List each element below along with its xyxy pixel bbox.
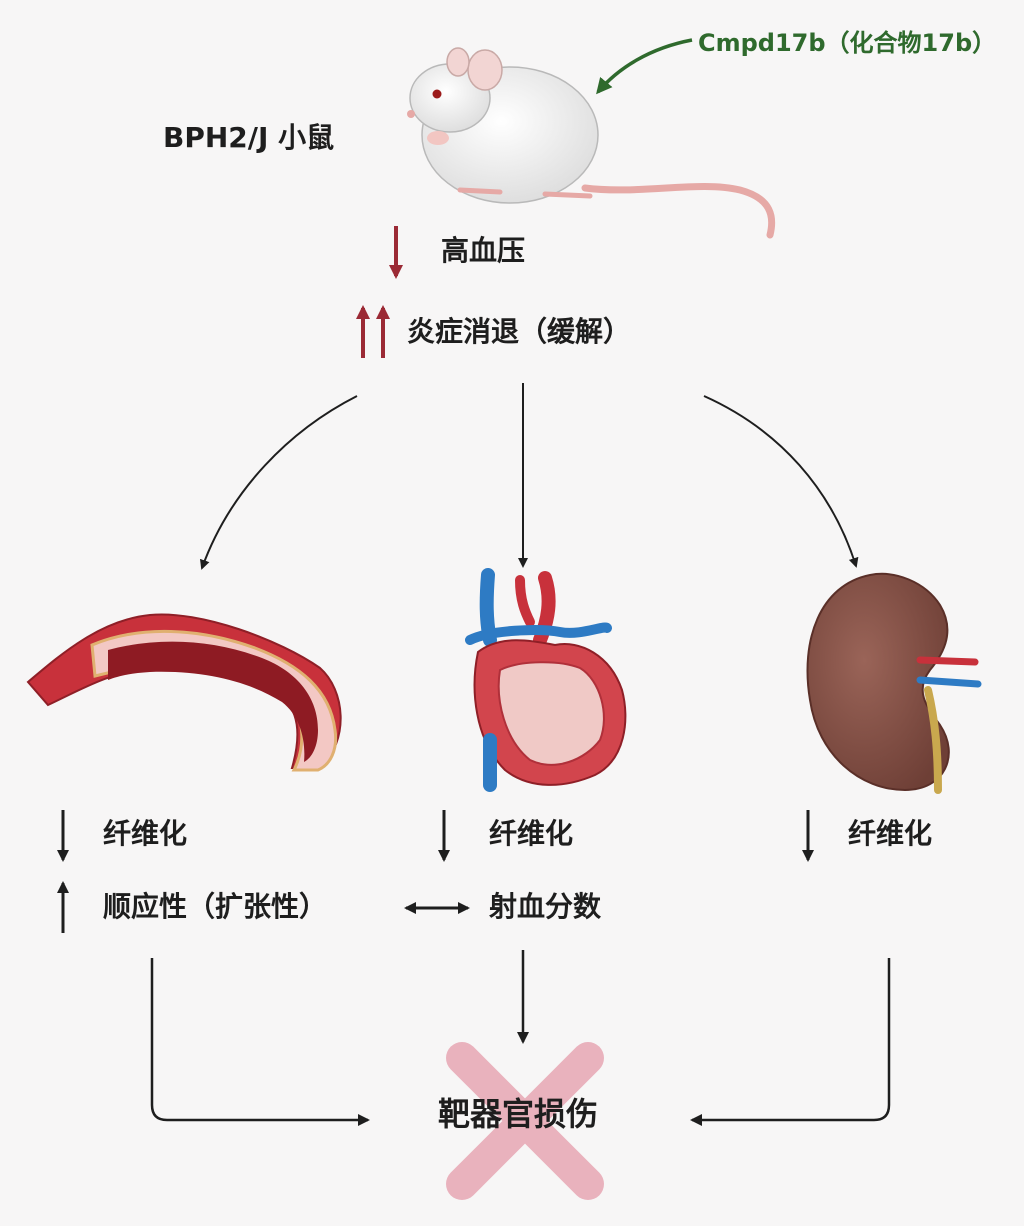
mouse-label: BPH2/J 小鼠 (163, 121, 335, 154)
vessel-fibrosis-label: 纤维化 (103, 817, 188, 850)
kidney-to-outcome-arrow (690, 958, 891, 1126)
kidney-illustration (806, 572, 982, 794)
heart-ejection-fraction-label: 射血分数 (489, 890, 602, 923)
vessel-compliance-label: 顺应性（扩张性） (103, 890, 328, 923)
target-organ-damage-label: 靶器官损伤 (438, 1095, 599, 1133)
branch-arrow-kidney (703, 395, 859, 568)
heart-illustration (465, 568, 627, 792)
blocked-cross-icon (446, 1042, 604, 1200)
blood-pressure-label: 高血压 (441, 234, 526, 267)
blood-vessel-illustration (26, 613, 342, 772)
compound-arrow (596, 38, 693, 95)
kidney-fibrosis-label: 纤维化 (848, 817, 933, 850)
vessel-to-outcome-arrow (150, 958, 370, 1126)
compound-label: Cmpd17b（化合物17b） (698, 29, 997, 57)
inflammation-label: 炎症消退（缓解） (407, 315, 632, 348)
heart-fibrosis-label: 纤维化 (489, 817, 574, 850)
mouse-illustration (407, 47, 776, 239)
branch-arrow-vessel (200, 395, 358, 570)
